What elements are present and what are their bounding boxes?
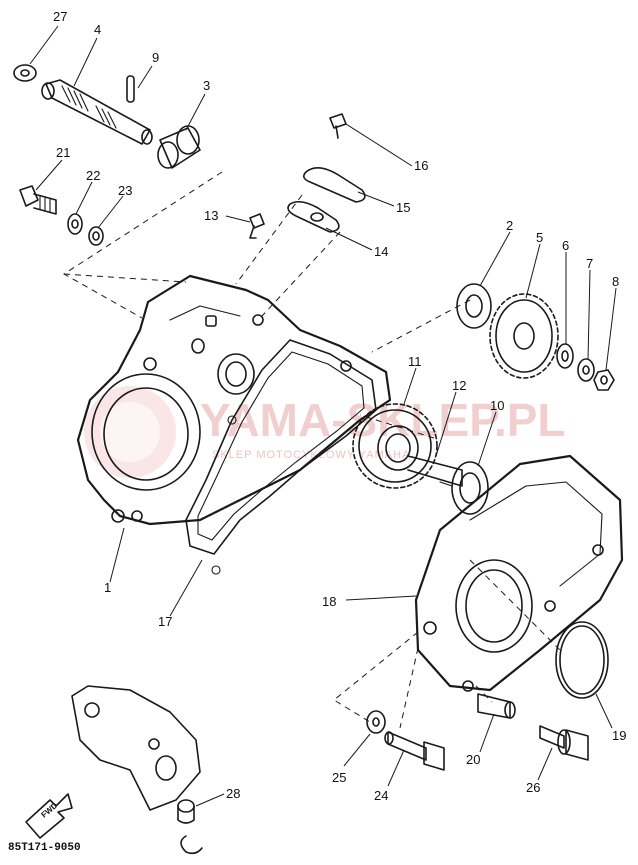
part-22-washer [67, 213, 83, 235]
part-28-clip [177, 799, 203, 855]
part-11-gear [352, 403, 438, 489]
callout-1: 1 [104, 580, 111, 595]
part-25-washer [366, 710, 386, 734]
callout-9: 9 [152, 50, 159, 65]
part-5-sprocket [489, 293, 559, 379]
callout-6: 6 [562, 238, 569, 253]
part-10-bearing [439, 461, 489, 515]
reference-code: 85T171-9050 [8, 842, 81, 854]
callout-17: 17 [158, 614, 172, 629]
forward-arrow-label: FWD [40, 801, 60, 820]
leader-lines [29, 25, 617, 807]
part-7-washer [577, 358, 595, 382]
callout-28: 28 [226, 786, 240, 801]
watermark: YAMA-SKLEP.PL SKLEP MOTOCYKLOWY YAMAHA [84, 386, 566, 478]
callout-18: 18 [322, 594, 336, 609]
callout-23: 23 [118, 183, 132, 198]
callout-26: 26 [526, 780, 540, 795]
callout-24: 24 [374, 788, 388, 803]
callout-11: 11 [408, 354, 422, 369]
callout-22: 22 [86, 168, 100, 183]
watermark-logo-inner-icon [100, 402, 160, 462]
part-4-shaft [41, 79, 153, 145]
callout-8: 8 [612, 274, 619, 289]
part-17-gasket [185, 339, 377, 575]
forward-arrow-icon: FWD [25, 793, 73, 839]
callout-3: 3 [203, 78, 210, 93]
part-26-bolt [539, 725, 589, 761]
callout-10: 10 [490, 398, 504, 413]
watermark-text: YAMA-SKLEP.PL [200, 394, 566, 446]
callout-27: 27 [53, 9, 67, 24]
part-14-plate [287, 200, 340, 233]
callout-12: 12 [452, 378, 466, 393]
part-24-bolt [384, 731, 445, 771]
bracket-assembly [71, 685, 201, 811]
part-19-oring [555, 621, 609, 699]
part-27-washer [13, 64, 37, 82]
callout-2: 2 [506, 218, 513, 233]
callouts: 27 4 9 3 21 22 23 16 15 13 14 2 5 6 7 8 … [53, 9, 626, 803]
callout-15: 15 [396, 200, 410, 215]
part-15-gasket [302, 167, 366, 203]
part-9-pin [126, 75, 135, 103]
part-18-cover [414, 454, 624, 692]
part-6-washer [556, 343, 574, 369]
callout-20: 20 [466, 752, 480, 767]
part-2-bearing [456, 283, 492, 329]
callout-4: 4 [94, 22, 101, 37]
part-20-dowel [477, 693, 516, 719]
part-8-nut [593, 369, 615, 391]
callout-21: 21 [56, 145, 70, 160]
callout-16: 16 [414, 158, 428, 173]
callout-7: 7 [586, 256, 593, 271]
callout-19: 19 [612, 728, 626, 743]
part-1-housing [76, 274, 392, 526]
part-3-collar [157, 125, 201, 169]
callout-5: 5 [536, 230, 543, 245]
callout-14: 14 [374, 244, 388, 259]
part-16-bolt [329, 113, 347, 139]
part-21-bolt [19, 185, 57, 215]
part-13-bolt [249, 213, 265, 239]
callout-25: 25 [332, 770, 346, 785]
part-23-washer [88, 226, 104, 246]
callout-13: 13 [204, 208, 218, 223]
